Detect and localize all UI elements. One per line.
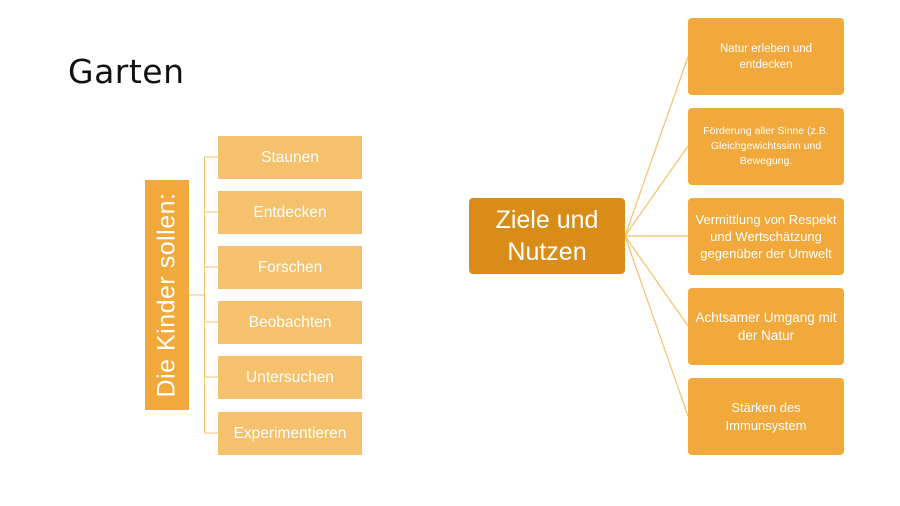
right-connector-line bbox=[624, 145, 689, 237]
vertical-label-text: Die Kinder sollen: bbox=[152, 192, 181, 398]
left-item-box: Forschen bbox=[218, 246, 362, 289]
right-connector-line bbox=[624, 56, 689, 237]
left-item-box: Staunen bbox=[218, 136, 362, 179]
vertical-label-box: Die Kinder sollen: bbox=[145, 180, 189, 410]
right-connector-line bbox=[624, 235, 689, 417]
slide-title: Garten bbox=[68, 52, 185, 91]
left-item-box: Untersuchen bbox=[218, 356, 362, 399]
left-item-box: Beobachten bbox=[218, 301, 362, 344]
right-item-box: Natur erleben und entdecken bbox=[688, 18, 844, 95]
right-connector-line bbox=[624, 235, 689, 327]
left-item-box: Experimentieren bbox=[218, 412, 362, 455]
right-item-box: Vermittlung von Respekt und Wertschätzun… bbox=[688, 198, 844, 275]
hub-box: Ziele und Nutzen bbox=[469, 198, 625, 274]
right-item-box: Förderung aller Sinne (z.B. Gleichgewich… bbox=[688, 108, 844, 185]
right-item-box: Achtsamer Umgang mit der Natur bbox=[688, 288, 844, 365]
left-item-box: Entdecken bbox=[218, 191, 362, 234]
right-item-box: Stärken des Immunsystem bbox=[688, 378, 844, 455]
